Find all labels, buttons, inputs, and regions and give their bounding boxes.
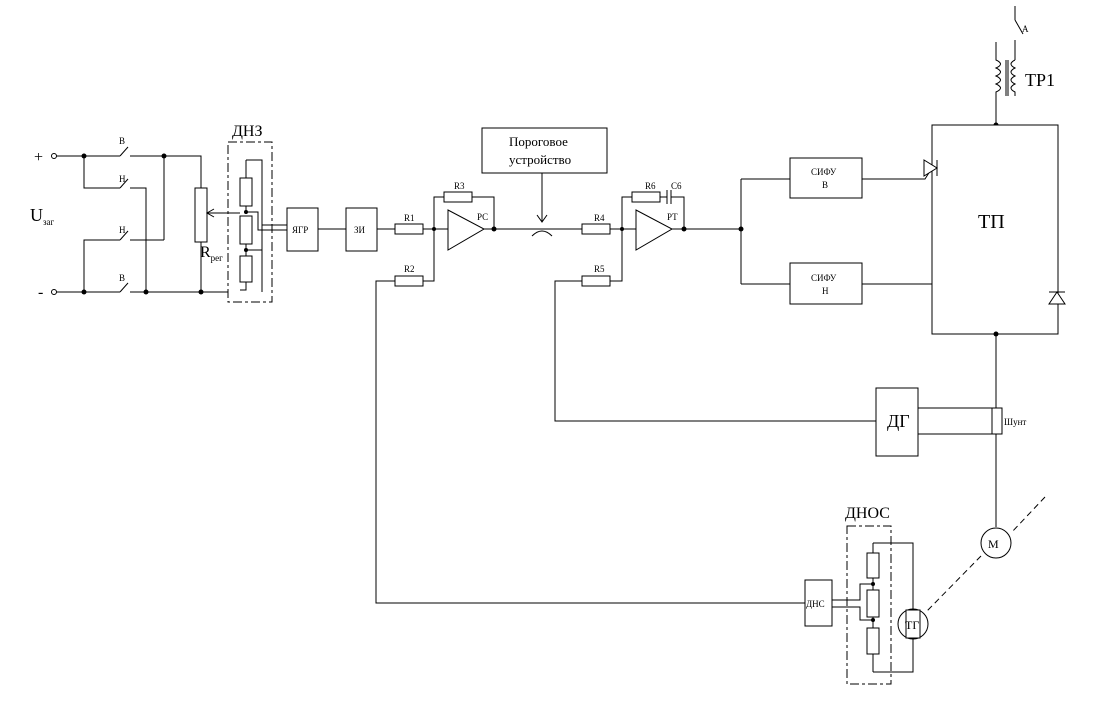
threshold-line2: устройство — [509, 152, 571, 167]
switch-n-upper-label: Н — [119, 174, 126, 184]
plus-terminal — [51, 153, 57, 159]
rs-label: РС — [477, 212, 488, 222]
shunt-label: Шунт — [1004, 417, 1026, 427]
threshold-device: Пороговое устройство — [481, 127, 608, 237]
rt-label: РТ — [667, 212, 678, 222]
tr1-label: ТР1 — [1025, 70, 1055, 90]
zi-label: ЗИ — [354, 225, 366, 235]
speed-regulator: R1 R2 R3 РС — [394, 181, 582, 287]
rreg-label: Rрег — [200, 244, 223, 263]
c6-label: C6 — [671, 181, 682, 191]
threshold-line1: Пороговое — [509, 134, 568, 149]
dnz-block: ДНЗ — [227, 123, 287, 303]
regulating-potentiometer: Rрег — [164, 155, 228, 292]
current-regulator: R4 R5 R6 C6 РТ — [581, 181, 741, 287]
sifu-v-line1: СИФУ — [811, 167, 837, 177]
r4-label: R4 — [594, 213, 605, 223]
minus-terminal-label: - — [38, 284, 43, 301]
switch-v-top-label: В — [119, 136, 125, 146]
dg-label: ДГ — [887, 411, 910, 431]
plus-terminal-label: + — [34, 149, 43, 166]
sifu-n-line1: СИФУ — [811, 273, 837, 283]
jagr-block: ЯГР — [286, 207, 346, 252]
zi-block: ЗИ — [345, 207, 395, 252]
dnz-label: ДНЗ — [232, 123, 262, 140]
dns-label: ДНС — [806, 599, 825, 609]
dnos-block: ДНОС ДНС — [375, 280, 914, 685]
r2-label: R2 — [404, 264, 415, 274]
motor-label: М — [988, 537, 999, 551]
r5-label: R5 — [594, 264, 605, 274]
direction-switches: В Н Н В — [56, 136, 228, 295]
reference-voltage-label: Uзаг — [30, 205, 55, 227]
switch-n-lower-label: Н — [119, 225, 126, 235]
switch-v-bottom-label: В — [119, 273, 125, 283]
current-feedback: Шунт ДГ — [554, 280, 1026, 527]
tp-label: ТП — [978, 211, 1005, 233]
motor-and-tachogenerator: М ТГ — [897, 496, 1046, 640]
dnos-label: ДНОС — [845, 505, 890, 522]
input-terminals: + - Uзаг — [30, 149, 57, 301]
r6-label: R6 — [645, 181, 656, 191]
r3-label: R3 — [454, 181, 465, 191]
minus-terminal — [51, 289, 57, 295]
sifu-blocks: СИФУ В СИФУ Н — [738, 157, 1057, 305]
r1-label: R1 — [404, 213, 415, 223]
sifu-v-line2: В — [822, 180, 828, 190]
jagr-label: ЯГР — [292, 225, 308, 235]
sifu-n-line2: Н — [822, 286, 829, 296]
switch-a-label: А — [1022, 24, 1029, 34]
transformer-and-converter: А ТР1 ТП — [923, 6, 1066, 337]
tg-label: ТГ — [905, 618, 919, 632]
